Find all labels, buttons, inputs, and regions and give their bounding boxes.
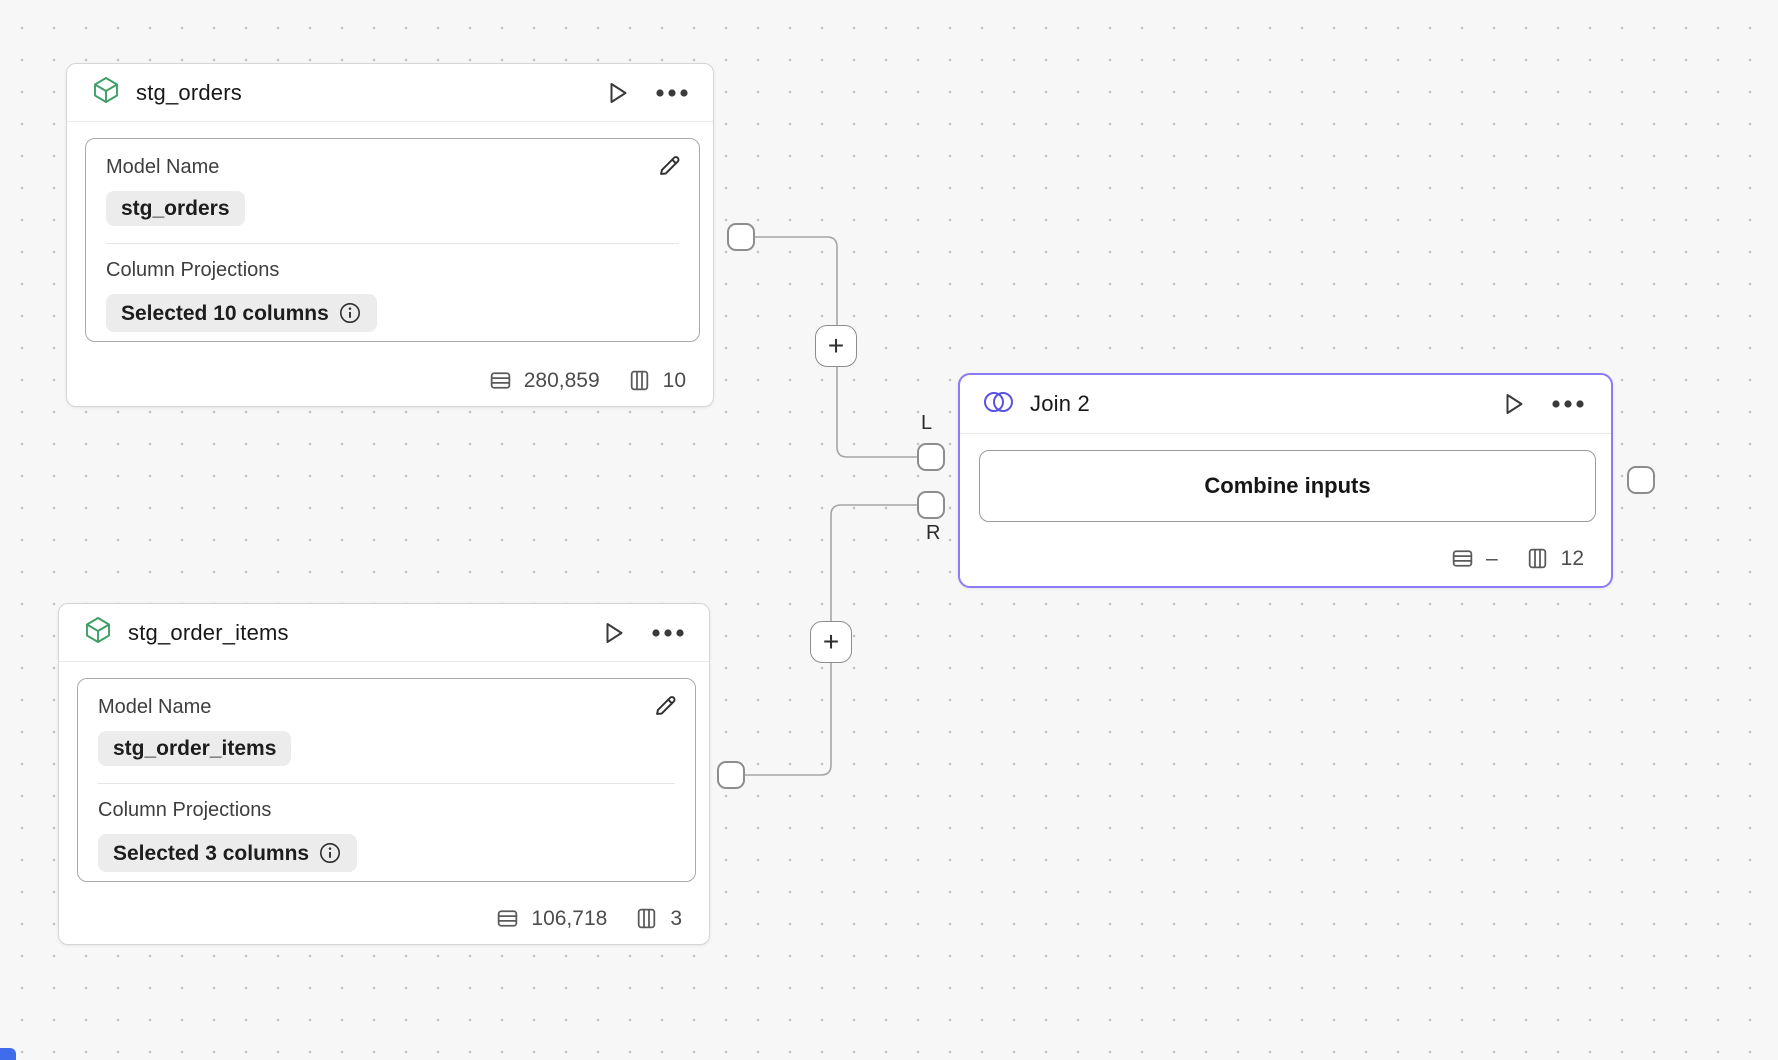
node-menu-icon[interactable] (653, 86, 691, 100)
model-name-label: Model Name (98, 696, 212, 718)
column-count-stat: 10 (627, 368, 686, 393)
model-box-icon (91, 75, 121, 110)
port-output-join[interactable] (1627, 466, 1655, 494)
node-title: stg_order_items (128, 619, 289, 645)
node-header: stg_orders (67, 64, 713, 122)
model-name-label: Model Name (106, 156, 220, 178)
divider (106, 243, 679, 244)
column-projections-label: Column Projections (98, 799, 272, 821)
node-stg-orders[interactable]: stg_orders (66, 63, 714, 407)
add-node-on-edge-button[interactable]: + (815, 325, 857, 367)
config-panel: Model Name stg_order_items Column Projec… (77, 678, 696, 882)
node-title: Join 2 (1030, 391, 1090, 416)
column-count-stat: 3 (634, 906, 682, 931)
column-projections-value: Selected 3 columns (113, 841, 310, 865)
config-panel: Model Name stg_orders Column Projections… (85, 138, 700, 342)
join-right-port-label: R (926, 522, 941, 544)
row-count: – (1485, 546, 1498, 570)
column-projections-value: Selected 10 columns (121, 301, 329, 325)
column-projections-badge[interactable]: Selected 3 columns (98, 834, 358, 872)
node-header: Join 2 (960, 375, 1611, 434)
model-box-icon (83, 615, 113, 650)
info-icon (320, 843, 341, 863)
port-join-input-right[interactable] (917, 491, 945, 519)
node-footer: 106,718 3 (495, 906, 682, 931)
node-footer: – 12 (1450, 546, 1584, 571)
column-count: 3 (670, 906, 682, 930)
edit-icon[interactable] (654, 150, 685, 181)
add-node-on-edge-button[interactable]: + (810, 621, 852, 663)
rows-icon (1452, 550, 1473, 567)
node-join-2[interactable]: Join 2 Combine inputs (958, 373, 1613, 588)
join-left-port-label: L (921, 412, 933, 434)
node-menu-icon[interactable] (1549, 397, 1587, 411)
edit-icon[interactable] (650, 690, 681, 721)
row-count: 106,718 (531, 906, 608, 930)
columns-icon (630, 370, 648, 391)
offscreen-blue-element (0, 1048, 16, 1060)
port-output-stg-order-items[interactable] (717, 761, 745, 789)
combine-inputs-button[interactable]: Combine inputs (979, 450, 1596, 522)
columns-icon (638, 908, 656, 929)
node-title: stg_orders (136, 79, 242, 105)
column-projections-label: Column Projections (106, 259, 280, 281)
model-name-badge: stg_order_items (98, 731, 292, 766)
column-projections-badge[interactable]: Selected 10 columns (106, 294, 377, 332)
node-header: stg_order_items (59, 604, 709, 662)
run-node-button[interactable] (604, 78, 632, 108)
rows-icon (490, 372, 510, 389)
node-footer: 280,859 10 (488, 368, 686, 393)
column-count: 12 (1560, 546, 1584, 570)
column-count: 10 (662, 368, 686, 392)
divider (98, 783, 675, 784)
port-output-stg-orders[interactable] (727, 223, 755, 251)
rows-icon (498, 910, 518, 927)
model-name-badge: stg_orders (106, 191, 245, 226)
columns-icon (1528, 548, 1546, 569)
node-stg-order-items[interactable]: stg_order_items (58, 603, 710, 945)
row-count-stat: 106,718 (495, 906, 607, 931)
info-icon (339, 303, 360, 323)
row-count-stat: – (1450, 546, 1498, 571)
port-join-input-left[interactable] (917, 443, 945, 471)
row-count: 280,859 (523, 368, 600, 392)
node-menu-icon[interactable] (649, 626, 687, 640)
join-icon (983, 390, 1014, 419)
run-node-button[interactable] (600, 618, 628, 648)
row-count-stat: 280,859 (488, 368, 600, 393)
run-node-button[interactable] (1500, 389, 1528, 419)
column-count-stat: 12 (1525, 546, 1584, 571)
